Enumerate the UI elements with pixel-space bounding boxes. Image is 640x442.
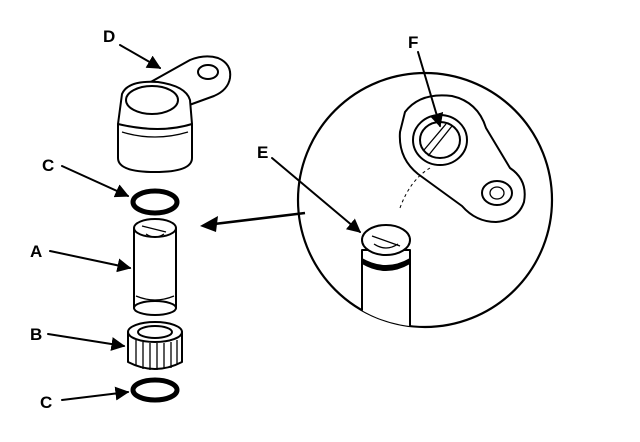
leader-lines: [47, 44, 444, 401]
leader-d: [119, 44, 162, 69]
leader-e: [271, 157, 362, 233]
part-c-bottom-oring: [130, 377, 180, 403]
leader-c-top: [61, 165, 130, 198]
part-c-top-oring: [130, 188, 180, 216]
label-a: A: [30, 242, 42, 261]
label-c-bottom: C: [40, 393, 52, 412]
label-f: F: [408, 33, 418, 52]
part-d-rocker-cap: [117, 55, 232, 173]
label-d: D: [103, 27, 115, 46]
part-a-pin: [133, 218, 177, 316]
detail-pointer-arrow: [200, 211, 306, 232]
label-e: E: [257, 143, 268, 162]
part-b-needle-bearing: [127, 321, 183, 370]
leader-c-bottom: [61, 386, 130, 401]
detail-magnifier: [296, 71, 554, 329]
label-c-top: C: [42, 156, 54, 175]
leader-b: [47, 333, 126, 351]
leader-a: [49, 250, 132, 273]
label-b: B: [30, 325, 42, 344]
leader-f: [417, 51, 444, 128]
